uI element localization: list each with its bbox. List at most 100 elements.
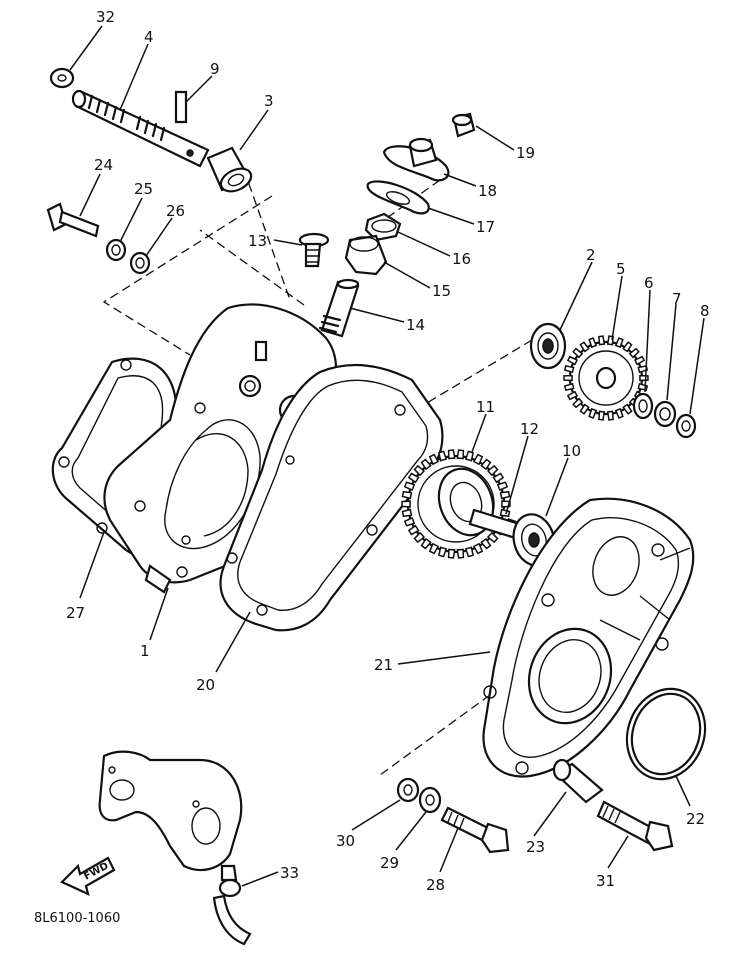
gear-tooth — [486, 531, 499, 544]
gear-tooth — [637, 365, 649, 374]
gear-tooth — [579, 341, 590, 353]
gear-tooth — [499, 490, 511, 500]
part-6-washer — [632, 392, 654, 420]
callout-3: 3 — [264, 92, 274, 110]
callout-18: 18 — [478, 182, 497, 200]
gear-tooth — [401, 500, 411, 508]
part-25-washer — [105, 238, 127, 262]
part-31-bolt — [596, 800, 674, 852]
part-23-collar — [552, 758, 604, 804]
callout-17: 17 — [476, 218, 495, 236]
drawing-code: 8L6100-1060 — [34, 911, 120, 926]
part-18-cap — [382, 137, 450, 182]
gear-tooth — [464, 546, 474, 558]
part-32-washer — [49, 67, 75, 89]
fwd-arrow-icon: FWD — [60, 856, 116, 896]
gear-tooth — [456, 548, 465, 559]
callout-5: 5 — [616, 260, 626, 278]
gear-tooth — [563, 374, 573, 382]
gear-tooth — [407, 524, 420, 536]
gear-tooth — [420, 537, 432, 550]
callout-33: 33 — [280, 864, 299, 882]
gear-tooth — [566, 390, 579, 401]
callout-30: 30 — [336, 832, 355, 850]
part-28-bolt — [440, 806, 510, 854]
callout-2: 2 — [586, 246, 596, 264]
gear-tooth — [492, 472, 505, 484]
gear-tooth — [480, 537, 492, 550]
gear-tooth — [401, 508, 413, 518]
callout-28: 28 — [426, 876, 445, 894]
gear-tooth — [413, 531, 426, 544]
part-2-bearing — [529, 322, 567, 370]
callout-14: 14 — [406, 316, 425, 334]
part-30-washer — [396, 777, 420, 803]
callout-6: 6 — [644, 274, 654, 292]
gear-tooth — [499, 508, 511, 518]
part-11-gear — [401, 449, 511, 559]
callout-20: 20 — [196, 676, 215, 694]
callout-19: 19 — [516, 144, 535, 162]
gear-tooth — [588, 337, 598, 349]
gear-tooth — [456, 449, 465, 460]
part-16-ring — [364, 212, 402, 242]
callout-13: 13 — [248, 232, 267, 250]
gear-tooth — [464, 450, 474, 462]
callout-29: 29 — [380, 854, 399, 872]
gear-tooth — [496, 481, 509, 492]
gear-tooth — [472, 542, 484, 555]
gear-tooth — [614, 337, 624, 349]
part-14-gear-shaft — [318, 278, 360, 338]
gear-tooth — [401, 490, 413, 500]
gear-tooth — [403, 481, 416, 492]
part-17-gasket — [366, 180, 430, 215]
callout-22: 22 — [686, 810, 705, 828]
gear-tooth — [572, 397, 584, 409]
gear-tooth — [598, 335, 606, 346]
gear-tooth — [588, 407, 598, 419]
callout-27: 27 — [66, 604, 85, 622]
gear-tooth — [606, 410, 614, 421]
callout-labels: 32 4 9 3 24 25 26 13 19 18 17 16 15 14 2… — [66, 8, 710, 894]
callout-11: 11 — [476, 398, 495, 416]
callout-16: 16 — [452, 250, 471, 268]
gear-tooth — [403, 516, 416, 527]
gear-tooth — [428, 453, 440, 466]
gear-tooth — [614, 407, 624, 419]
gear-tooth — [438, 450, 448, 462]
gear-tooth — [622, 341, 633, 353]
callout-23: 23 — [526, 838, 545, 856]
gear-tooth — [420, 458, 432, 471]
gear-tooth — [447, 449, 456, 460]
gear-tooth — [407, 472, 420, 484]
part-24-bolt — [46, 202, 100, 238]
part-7-nut — [653, 400, 677, 428]
gear-tooth — [428, 542, 440, 555]
callout-25: 25 — [134, 180, 153, 198]
part-26-washer — [129, 251, 151, 275]
inset-breather-fitting — [98, 750, 252, 946]
callout-32: 32 — [96, 8, 115, 26]
callout-24: 24 — [94, 156, 113, 174]
callout-9: 9 — [210, 60, 220, 78]
gear-tooth — [572, 347, 584, 359]
gear-tooth — [480, 458, 492, 471]
gear-tooth — [438, 546, 448, 558]
part-9-pin — [174, 90, 188, 124]
gear-tooth — [563, 382, 575, 391]
gear-tooth — [633, 355, 646, 366]
gear-tooth — [639, 374, 649, 382]
part-5-sprocket — [563, 335, 649, 421]
callout-10: 10 — [562, 442, 581, 460]
gear-tooth — [563, 365, 575, 374]
callout-26: 26 — [166, 202, 185, 220]
callout-leader-lines — [69, 25, 705, 887]
callout-7: 7 — [672, 290, 682, 308]
gear-tooth — [598, 410, 606, 421]
part-15-bushing — [344, 234, 388, 276]
part-29-lock-washer — [418, 786, 442, 814]
callout-12: 12 — [520, 420, 539, 438]
gear-tooth — [566, 355, 579, 366]
part-22-o-ring — [625, 687, 707, 781]
